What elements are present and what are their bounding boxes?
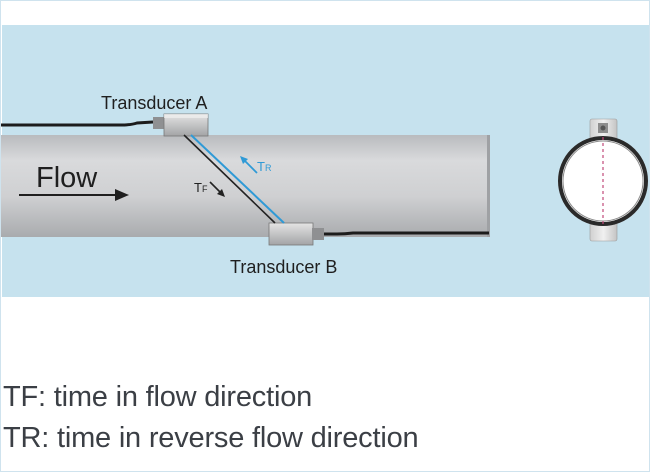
tr-arrow-icon: [240, 156, 258, 174]
flow-label: Flow: [36, 162, 98, 194]
transit-time-flowmeter-diagram: TR TF Flow Transducer A Transducer B: [1, 93, 648, 277]
tf-label: TF: [194, 180, 208, 195]
cable-b: [324, 231, 489, 236]
transducer-a-label: Transducer A: [101, 93, 207, 113]
transducer-b: [268, 222, 324, 246]
legend-tr: TR: time in reverse flow direction: [3, 422, 419, 454]
flow-arrow-icon: [19, 189, 129, 201]
legend-tf: TF: time in flow direction: [3, 381, 313, 413]
cable-a: [1, 120, 154, 127]
pipe-cross-section: [558, 118, 648, 242]
reverse-signal-path: [190, 134, 285, 224]
tf-arrow-icon: [209, 181, 225, 197]
transducer-a: [153, 113, 209, 137]
transducer-b-label: Transducer B: [230, 257, 337, 277]
forward-signal-path: [183, 134, 276, 224]
tr-label: TR: [257, 159, 272, 174]
